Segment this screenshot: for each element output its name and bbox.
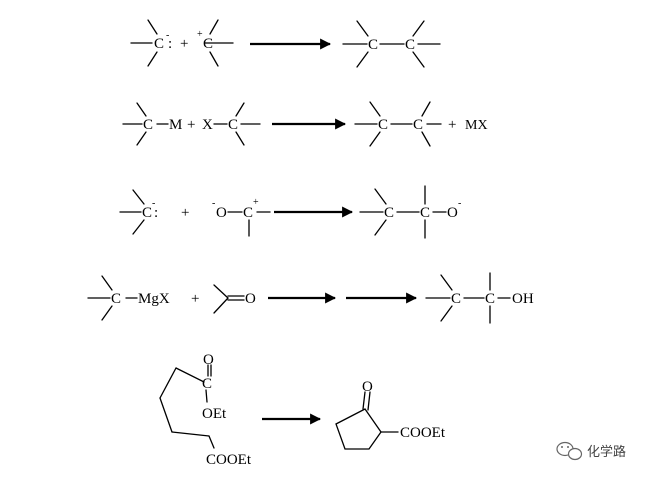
carbonyl-carbon: C [243, 205, 253, 221]
oxygen: O [216, 205, 227, 221]
ester-group: COOEt [206, 452, 252, 468]
alkoxide-charge: - [458, 198, 461, 209]
alkoxide-oxygen: O [447, 205, 458, 221]
reaction-4-reactant-bonds [87, 275, 245, 321]
hydroxyl-group: OH [512, 291, 534, 307]
grignard-metal: MgX [138, 291, 170, 307]
reaction-1: C - : + + C C C [130, 19, 441, 68]
reaction-1-product-bonds [342, 20, 441, 68]
carbocation-carbon: C [203, 36, 213, 52]
reaction-3: C - : + - O C + C C O - [119, 185, 461, 239]
reaction-5: C O OEt COOEt O COOEt [159, 352, 446, 468]
reaction-2-reactant-bonds [122, 102, 261, 146]
reaction-3-reactant-bonds [119, 189, 271, 237]
lone-pair: : [154, 205, 158, 221]
carbanion-carbon: C [154, 36, 164, 52]
plus-sign: + [181, 205, 189, 221]
ester-carbonyl-carbon: C [202, 376, 212, 392]
product-carbon-2: C [413, 117, 423, 133]
reaction-2: C M + X C C C + MX [122, 101, 488, 147]
plus-sign: + [448, 117, 456, 133]
product-carbon-2: C [485, 291, 495, 307]
ester-carbonyl-oxygen: O [203, 352, 214, 368]
product-carbon-1: C [378, 117, 388, 133]
plus-sign: + [191, 291, 199, 307]
plus-sign: + [187, 117, 195, 133]
cation-charge: + [197, 29, 203, 40]
wechat-icon [556, 441, 583, 461]
carbonyl-oxygen: O [245, 291, 256, 307]
grignard-carbon: C [111, 291, 121, 307]
ester-ethoxy: OEt [202, 406, 227, 422]
reaction-2-product-bonds [354, 101, 442, 147]
product-carbon-1: C [368, 37, 378, 53]
diester-chain-bonds [159, 364, 215, 449]
reaction-4-product-bonds [425, 272, 511, 324]
product-carbon-2: C [405, 37, 415, 53]
plus-sign: + [180, 36, 188, 52]
watermark-text: 化学路 [587, 444, 626, 460]
reaction-3-product-bonds [359, 185, 447, 239]
anion-charge: - [166, 30, 169, 41]
product-carbon-1: C [384, 205, 394, 221]
product-carbon-2: C [420, 205, 430, 221]
halogen: X [202, 117, 213, 133]
cyclopentanone-ring-bonds [335, 391, 399, 450]
byproduct: MX [465, 118, 488, 133]
carbon-1: C [143, 117, 153, 133]
carbanion-carbon: C [142, 205, 152, 221]
oxygen-charge: - [212, 198, 215, 209]
ketone-oxygen: O [362, 379, 373, 395]
carbon-2: C [228, 117, 238, 133]
metal: M [169, 117, 182, 133]
product-ester-group: COOEt [400, 425, 446, 441]
watermark: 化学路 [556, 441, 626, 461]
anion-charge: - [152, 198, 155, 209]
lone-pair: : [168, 36, 172, 52]
product-carbon-1: C [451, 291, 461, 307]
reaction-4: C MgX + O C C OH [87, 272, 534, 324]
reaction-1-reactant-bonds [130, 19, 234, 67]
cation-charge: + [253, 197, 259, 208]
